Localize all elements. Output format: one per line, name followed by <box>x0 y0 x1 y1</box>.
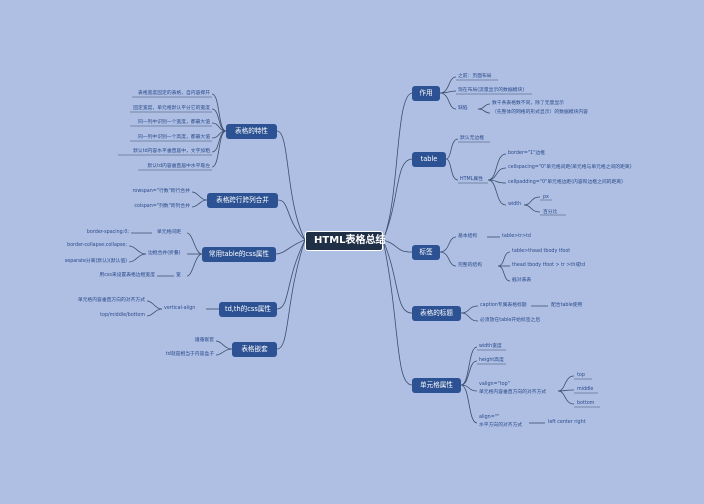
texing-item-6: 默认td内容垂直居中水平靠左 <box>147 164 211 169</box>
biaoti-item-2: 必须放在table开始标签之后 <box>480 318 541 323</box>
table-html-attr: HTML属性 <box>460 177 483 182</box>
css-merge: 边框合并(折叠) <box>148 251 181 256</box>
danyuange-align-desc: 水平方向的对齐方式 <box>479 423 523 428</box>
tdth-va-desc: 单元格内容垂直方向的对齐方式 <box>77 298 145 303</box>
branch-biaoqian[interactable]: 标签 <box>412 245 440 260</box>
css-width-note: 用css来设置表格边框宽度 <box>99 273 155 278</box>
danyuange-width: width宽度 <box>479 344 502 349</box>
zuoyong-quexian-2: （先整体的网格的形式显示）的数据模块内容 <box>492 110 588 115</box>
kuahang-colspan: colspan="列数"跨列合并 <box>134 204 190 209</box>
texing-item-3: 同一列中识别一个宽度，都最大值 <box>138 120 210 125</box>
biaoqian-basic-val: table>tr>td <box>502 234 531 239</box>
table-attr-1: border="1"边框 <box>508 151 545 156</box>
danyuange-valign-desc: 单元格内容垂直方向的对齐方式 <box>479 390 547 395</box>
css-separate: separate分离(默认)(默认值) <box>64 259 127 264</box>
tdth-vertical-align: vertical-align <box>164 306 196 311</box>
table-attr-2: cellspacing="0"单元格间距(单元格与单元格之间的距离) <box>508 165 632 170</box>
texing-item-4: 同一列中识别一个高度，都最大值 <box>138 135 210 140</box>
branch-texing[interactable]: 表格的特性 <box>226 124 277 139</box>
css-collapse: border-collapse:collapse; <box>67 243 127 248</box>
branch-zuoyong[interactable]: 作用 <box>412 86 440 101</box>
biaoti-item-1: caption专属表格标题 <box>480 303 527 308</box>
zuoyong-item-3: 缺陷 <box>458 106 468 111</box>
branch-qiantao[interactable]: 表格嵌套 <box>232 342 277 357</box>
texing-item-1: 表格宽度固定的表格，自内容撑开 <box>138 91 210 96</box>
biaoqian-full-3: 截对表表 <box>512 278 532 283</box>
biaoti-caption-note: 配合table使用 <box>551 303 583 308</box>
table-width-percent: 百分比 <box>543 210 558 215</box>
qiantao-item-1: 遵循嵌套 <box>194 338 214 343</box>
tdth-va-values: top/middle/bottom <box>100 313 145 318</box>
biaoqian-full-2: thead tbody tfoot > tr >th或td <box>512 263 586 268</box>
branch-danyuange[interactable]: 单元格属性 <box>412 378 461 393</box>
kuahang-rowspan: rowspan="行数"跨行合并 <box>132 189 190 194</box>
zuoyong-item-2: 现在布局(流量显示的数据模块) <box>458 88 525 93</box>
css-spacing: border-spacing:0; <box>86 230 129 235</box>
danyuange-align-values: left center right <box>548 420 586 425</box>
table-default: 默认无边框 <box>460 136 484 141</box>
center-topic[interactable]: HTML表格总结 <box>305 231 386 251</box>
biaoqian-full-1: table>thead tbody tfoot <box>512 249 571 254</box>
table-attr-4: width <box>508 202 522 207</box>
danyuange-valign-bottom: bottom <box>577 401 595 406</box>
danyuange-valign-top: top <box>577 373 585 378</box>
branch-tdth[interactable]: td,th的css属性 <box>219 302 277 317</box>
texing-item-2: 固定宽度，单元格默认平分它的宽度 <box>133 106 210 111</box>
branch-table[interactable]: table <box>412 152 446 167</box>
table-attr-3: cellpadding="0"单元格边距(内容和边框之间的距离) <box>508 180 623 185</box>
css-width-label: 宽 <box>176 273 181 278</box>
danyuange-valign: valign="top" <box>479 382 510 387</box>
danyuange-height: height高度 <box>479 358 504 363</box>
biaoqian-full: 完整的结构 <box>458 263 482 268</box>
branch-css[interactable]: 常用table的css属性 <box>202 247 276 262</box>
css-spacing-note: 单元格间距 <box>157 230 181 235</box>
danyuange-align: align="" <box>479 415 500 420</box>
qiantao-item-2: td就是相当于内容盒子 <box>165 352 214 357</box>
zuoyong-quexian-1: 数千条表格数不同，除了无量显示 <box>492 101 564 106</box>
biaoqian-basic: 基本结构 <box>458 234 478 239</box>
texing-item-5: 默认td内容水平垂直居中，文字加粗 <box>133 149 210 154</box>
table-width-px: px <box>543 195 549 200</box>
branch-biaoti[interactable]: 表格的标题 <box>412 306 461 321</box>
branch-kuahang[interactable]: 表格跨行跨列合并 <box>207 193 278 208</box>
danyuange-valign-middle: middle <box>577 387 594 392</box>
zuoyong-item-1: 之前：页面布局 <box>458 74 492 79</box>
